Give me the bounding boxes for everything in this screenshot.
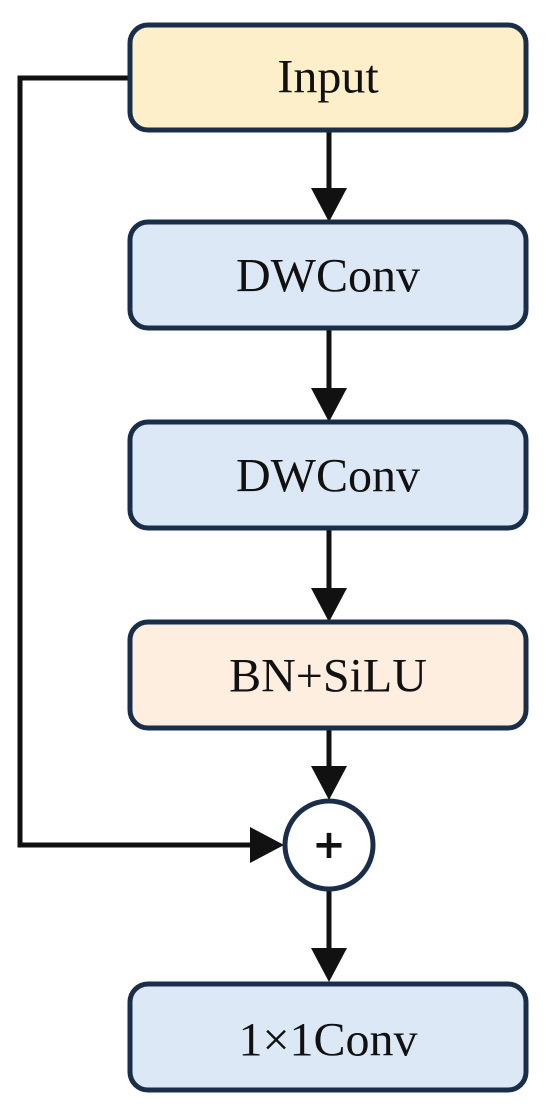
- node-bn-silu-box: [127, 619, 529, 731]
- arrowhead-add-left: [250, 827, 284, 863]
- node-add: +: [282, 798, 376, 892]
- node-conv1x1: 1×1Conv: [127, 981, 529, 1093]
- node-input-box: [127, 22, 529, 133]
- edge-residual-input-to-add: [17, 75, 252, 848]
- node-dwconv1-label: DWConv: [236, 250, 420, 303]
- node-dwconv2-label: DWConv: [236, 450, 420, 503]
- node-dwconv1-box: [127, 219, 529, 331]
- node-dwconv2: DWConv: [127, 419, 529, 531]
- node-bn-silu: BN+SiLU: [127, 619, 529, 731]
- arrowhead-bn-silu: [311, 588, 347, 622]
- add-circle: [282, 798, 376, 892]
- node-input: Input: [127, 22, 529, 133]
- plus-icon: +: [312, 822, 346, 868]
- node-bn-silu-label: BN+SiLU: [229, 650, 427, 703]
- node-conv1x1-box: [127, 981, 529, 1093]
- edges: [17, 75, 347, 982]
- node-dwconv1: DWConv: [127, 219, 529, 331]
- arrowhead-dwconv2: [311, 388, 347, 422]
- node-input-label: Input: [277, 51, 379, 104]
- arrowhead-dwconv1: [311, 188, 347, 222]
- node-conv1x1-label: 1×1Conv: [238, 1014, 417, 1067]
- arrowhead-add-top: [311, 766, 347, 800]
- arrowhead-conv1x1: [311, 948, 347, 982]
- node-dwconv2-box: [127, 419, 529, 531]
